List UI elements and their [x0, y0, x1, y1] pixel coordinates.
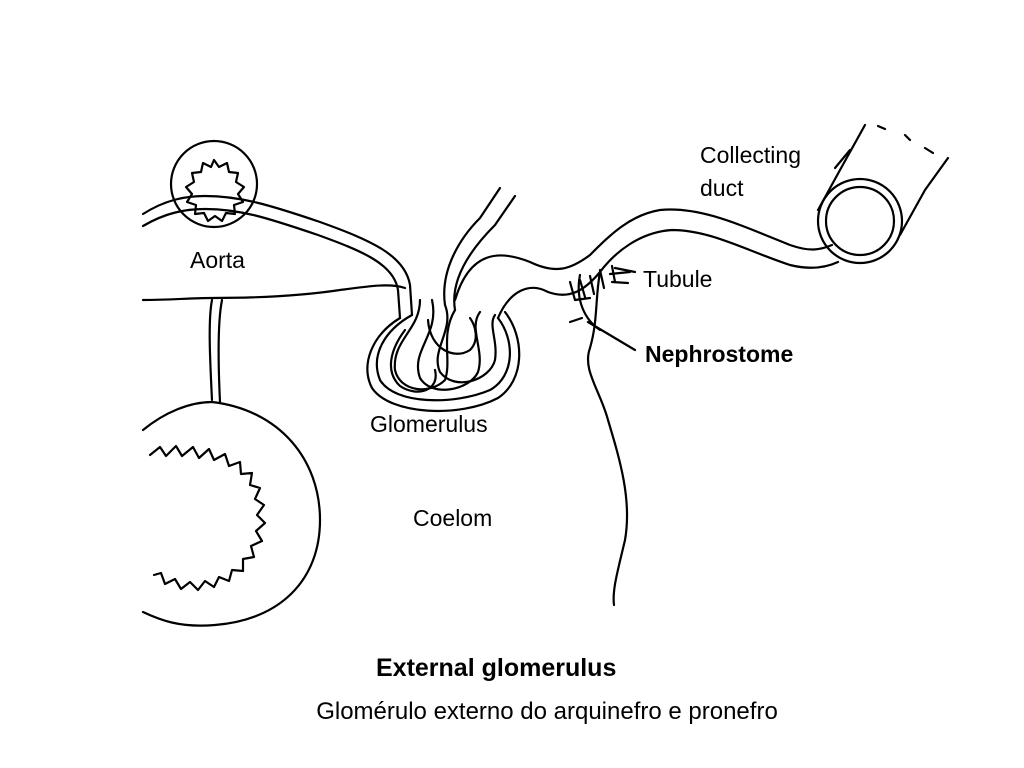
mesentery-left: [208, 298, 214, 402]
mesentery-right: [217, 298, 224, 404]
collecting-duct-leader: [833, 148, 852, 170]
label-aorta: Aorta: [190, 247, 245, 273]
body-wall: [141, 284, 407, 302]
tubule-leader: [613, 266, 637, 274]
glomerulus-tuft: [366, 298, 521, 412]
label-nephrostome: Nephrostome: [645, 341, 793, 367]
label-tubule: Tubule: [643, 266, 712, 292]
afferent-vessel: [141, 194, 414, 317]
collecting-duct: [816, 123, 950, 265]
label-coelom: Coelom: [413, 505, 492, 531]
label-collecting-duct-line1: Collecting: [700, 142, 801, 168]
nephrostome-leader: [586, 320, 637, 352]
tubule-wall: [453, 208, 834, 302]
gut-vessel: [141, 400, 322, 627]
efferent-vessel: [453, 194, 517, 312]
diagram-title: External glomerulus: [376, 654, 616, 682]
label-collecting-duct-line2: duct: [700, 175, 744, 201]
coelom-wall: [586, 270, 629, 607]
slide-caption: Glomérulo externo do arquinefro e pronef…: [316, 698, 778, 725]
label-glomerulus: Glomerulus: [370, 411, 488, 437]
aorta-vessel: [169, 139, 259, 229]
